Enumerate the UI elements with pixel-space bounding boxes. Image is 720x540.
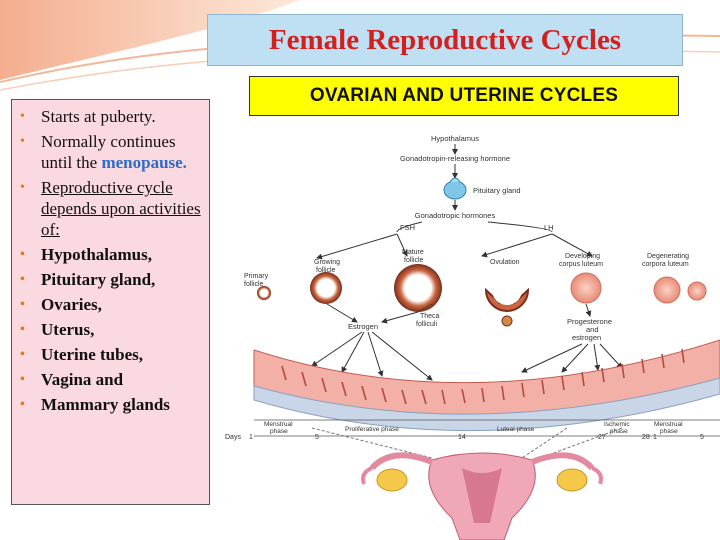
- bullet-icon: •: [20, 372, 25, 387]
- bullet-icon: •: [20, 180, 25, 195]
- bullet-icon: •: [20, 397, 25, 412]
- list-item: •Mammary glands: [20, 395, 170, 414]
- pointer-line: [417, 303, 433, 313]
- day-tick: 27: [598, 434, 606, 441]
- degenerating-corpus-luteum-icon: [653, 276, 681, 304]
- primary-follicle-label: Primary: [244, 273, 269, 280]
- arrow: [599, 343, 623, 369]
- progesterone-label: Progesterone: [567, 317, 612, 326]
- primary-follicle-icon: [257, 286, 271, 300]
- proliferative-phase-label: Proliferative phase: [345, 426, 399, 433]
- bullet-icon: •: [20, 347, 25, 362]
- arrow: [521, 343, 583, 373]
- list-item: •Normally continues until the menopause.: [20, 132, 187, 172]
- ischemic-phase-label: Ischemic: [604, 421, 630, 428]
- bullet-panel: •Starts at puberty. •Normally continues …: [11, 99, 210, 505]
- reproductive-cycle-diagram: Hypothalamus Gonadotropin-releasing horm…: [225, 134, 720, 540]
- svg-text:follicle: follicle: [404, 257, 424, 264]
- bullet-icon: •: [20, 322, 25, 337]
- arrow: [341, 331, 365, 373]
- arrow: [396, 221, 423, 233]
- svg-text:follicle: follicle: [316, 267, 336, 274]
- arrow: [326, 303, 358, 323]
- gnrh-label: Gonadotropin-releasing hormone: [400, 154, 510, 163]
- list-item: •Reproductive cycle depends upon activit…: [20, 178, 201, 239]
- hypothalamus-label: Hypothalamus: [431, 134, 479, 143]
- svg-text:phase: phase: [610, 428, 628, 435]
- uterus-illustration: [361, 452, 603, 540]
- svg-text:corpus luteum: corpus luteum: [559, 261, 603, 268]
- arrow: [561, 343, 589, 373]
- list-item: •Vagina and: [20, 370, 124, 389]
- day-tick: 1: [653, 434, 657, 441]
- slide-subtitle: OVARIAN AND UTERINE CYCLES: [309, 85, 619, 106]
- arrow: [551, 233, 593, 257]
- list-item: •Uterine tubes,: [20, 345, 143, 364]
- subtitle-banner: OVARIAN AND UTERINE CYCLES: [249, 76, 679, 116]
- luteal-phase-label: Luteal phase: [497, 426, 535, 433]
- title-banner: Female Reproductive Cycles: [207, 14, 683, 66]
- bullet-icon: •: [20, 297, 25, 312]
- fsh-label: FSH: [400, 223, 415, 232]
- day-tick: 5: [315, 434, 319, 441]
- list-item: •Pituitary gland,: [20, 270, 156, 289]
- arrow: [481, 233, 553, 258]
- list-item: •Hypothalamus,: [20, 245, 152, 264]
- arrow: [593, 343, 601, 371]
- arrow: [585, 303, 592, 317]
- list-item: •Ovaries,: [20, 295, 102, 314]
- arrow: [381, 311, 419, 324]
- bullet-list: •Starts at puberty. •Normally continues …: [16, 106, 205, 415]
- arrow: [311, 331, 363, 367]
- pituitary-label: Pituitary gland: [473, 186, 521, 195]
- day-tick: 28: [642, 434, 650, 441]
- list-item: •Uterus,: [20, 320, 95, 339]
- ovulation-follicle-icon: [484, 275, 530, 327]
- days-label: Days: [225, 434, 241, 441]
- growing-follicle-icon: [310, 272, 342, 304]
- arrow: [396, 233, 408, 257]
- endometrium-band: [253, 339, 720, 431]
- menopause-highlight: menopause.: [101, 153, 187, 172]
- estrogen-label: Estrogen: [348, 322, 378, 331]
- gonadotropic-label: Gonadotropic hormones: [415, 211, 496, 220]
- svg-text:corpora luteum: corpora luteum: [642, 261, 689, 268]
- svg-text:estrogen: estrogen: [572, 333, 601, 342]
- svg-text:phase: phase: [270, 428, 288, 435]
- menstrual-phase-label: Menstrual: [264, 421, 293, 428]
- arrow: [367, 331, 384, 377]
- mature-follicle-label: Mature: [402, 249, 424, 256]
- svg-text:phase: phase: [660, 428, 678, 435]
- mature-follicle-icon: [394, 264, 442, 312]
- developing-corpus-luteum-icon: [570, 272, 602, 304]
- arrow: [487, 221, 553, 233]
- day-tick: 1: [249, 434, 253, 441]
- svg-text:folliculi: folliculi: [416, 321, 437, 328]
- growing-follicle-label: Growing: [314, 259, 340, 266]
- day-tick: 14: [458, 434, 466, 441]
- ovulation-label: Ovulation: [490, 259, 520, 266]
- slide-title: Female Reproductive Cycles: [268, 23, 622, 56]
- menstrual-phase-label-2: Menstrual: [654, 421, 683, 428]
- bullet-icon: •: [20, 109, 25, 124]
- arrow: [371, 331, 433, 381]
- svg-text:and: and: [586, 325, 599, 334]
- degenerating-corpus-luteum-icon: [687, 281, 707, 301]
- bullet-icon: •: [20, 247, 25, 262]
- developing-cl-label: Developing: [565, 253, 600, 260]
- pituitary-gland-icon: [443, 177, 467, 200]
- day-tick: 5: [700, 434, 704, 441]
- arrow: [316, 233, 398, 260]
- list-item: •Starts at puberty.: [20, 107, 156, 126]
- degenerating-cl-label: Degenerating: [647, 253, 689, 260]
- svg-text:follicle: follicle: [244, 281, 264, 288]
- bullet-icon: •: [20, 134, 25, 149]
- lh-label: LH: [544, 223, 554, 232]
- theca-label: Theca: [420, 313, 440, 320]
- bullet-icon: •: [20, 272, 25, 287]
